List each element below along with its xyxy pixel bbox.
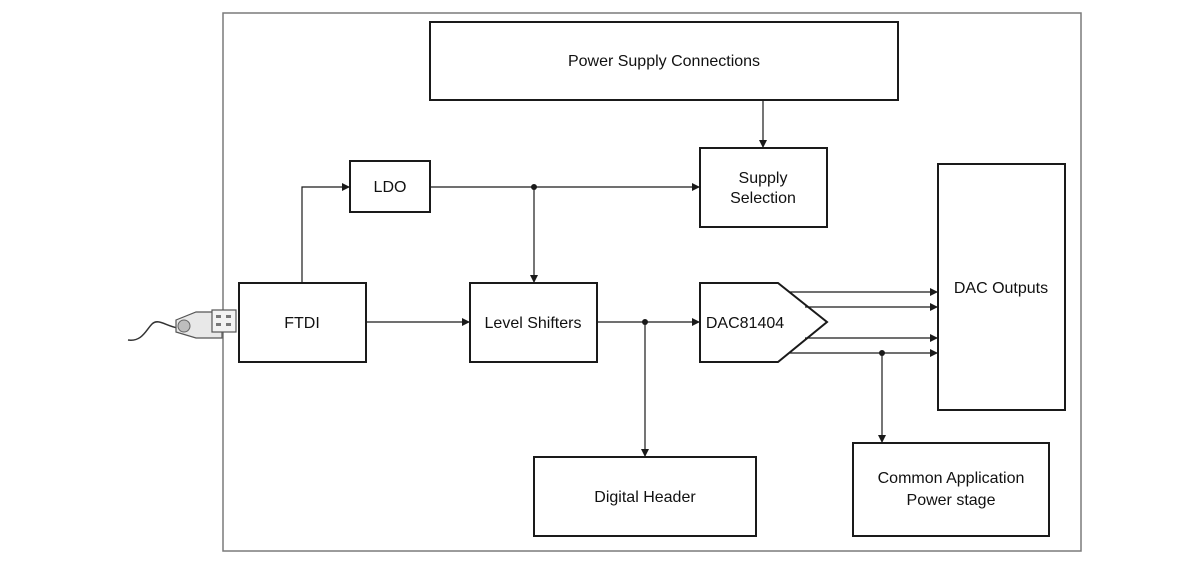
- level-shifters-label: Level Shifters: [485, 315, 582, 332]
- ldo-block: [349, 160, 431, 213]
- power-supply-connections-block: [429, 21, 899, 101]
- dac-label: DAC81404: [706, 315, 784, 332]
- level-shifters-block: [469, 282, 598, 363]
- digital-header-block: [533, 456, 757, 537]
- dac-outputs-block: [937, 163, 1066, 411]
- power-stage-block: [852, 442, 1050, 537]
- power-stage-label-line1: Common Application: [878, 470, 1025, 487]
- ftdi-label: FTDI: [284, 315, 320, 332]
- supply-selection-label-line2: Selection: [730, 190, 796, 207]
- digital-header-label: Digital Header: [594, 489, 696, 506]
- ldo-label: LDO: [374, 179, 407, 196]
- supply-selection-label-line1: Supply: [739, 170, 788, 187]
- usb-cable-icon: [127, 309, 237, 341]
- supply-selection-block: [699, 147, 828, 228]
- dac-block: [699, 282, 829, 363]
- dac-outputs-label: DAC Outputs: [954, 280, 1048, 297]
- wire-ftdi-to-ldo: [301, 183, 350, 283]
- power-stage-label-line2: Power stage: [907, 492, 996, 509]
- power-supply-connections-label: Power Supply Connections: [568, 53, 760, 70]
